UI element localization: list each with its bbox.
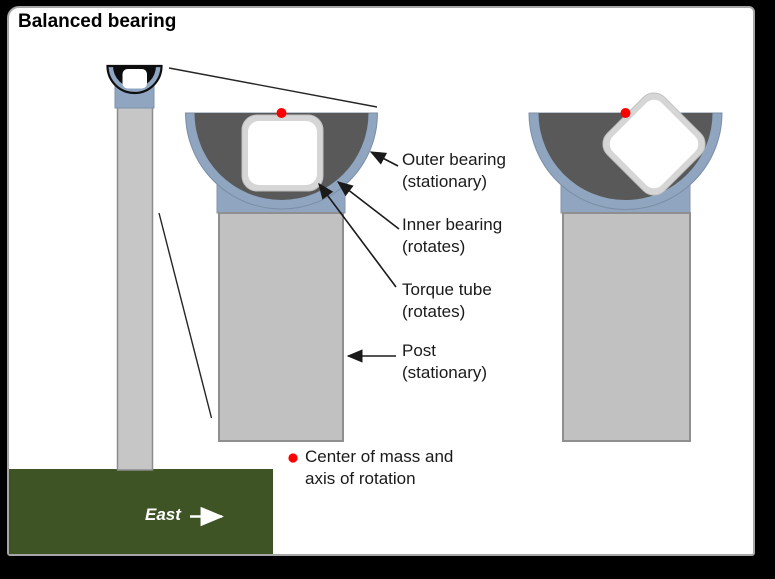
callout-line: (stationary) [402, 363, 488, 382]
callout-line: (rotates) [402, 237, 466, 256]
ground [9, 469, 273, 554]
small-torque-tube-shape [122, 69, 147, 89]
callout-line: Inner bearing [402, 215, 503, 234]
small-bearing-figure [106, 64, 163, 471]
zoom-leader-line-bottom [158, 212, 213, 419]
legend-axis-dot [288, 453, 298, 463]
axis-dot [276, 108, 287, 118]
callout-post: Post (stationary) [402, 340, 487, 384]
inner-bearing-arrow-icon [336, 181, 400, 230]
page-title: Balanced bearing [18, 11, 177, 32]
callout-outer-bearing: Outer bearing (stationary) [402, 149, 506, 193]
small-post-shape [116, 103, 154, 471]
callout-arrows [318, 151, 400, 363]
callout-inner-bearing: Inner bearing (rotates) [402, 214, 502, 258]
callout-line: (stationary) [402, 172, 488, 191]
legend-line: axis of rotation [305, 469, 416, 488]
zoom-leader-line-top [168, 67, 378, 108]
post-shape [562, 212, 691, 442]
east-label: East [145, 505, 181, 524]
axis-dot [620, 108, 631, 118]
torque-tube-arrow-icon [318, 182, 397, 288]
torque-tube-shape [248, 121, 317, 185]
callout-torque-tube: Torque tube (rotates) [402, 279, 492, 323]
legend-line: Center of mass and [305, 447, 454, 466]
post-shape [218, 212, 344, 442]
torque-tube-shape [609, 99, 699, 189]
outer-bearing-arrow-icon [369, 151, 399, 167]
callout-line: Outer bearing [402, 150, 506, 169]
callout-line: Post [402, 341, 437, 360]
rotated-bearing-figure [528, 92, 723, 442]
legend-center-of-mass: Center of mass and axis of rotation [305, 446, 453, 490]
callout-line: (rotates) [402, 302, 466, 321]
main-bearing-figure [184, 108, 379, 442]
callout-line: Torque tube [402, 280, 492, 299]
